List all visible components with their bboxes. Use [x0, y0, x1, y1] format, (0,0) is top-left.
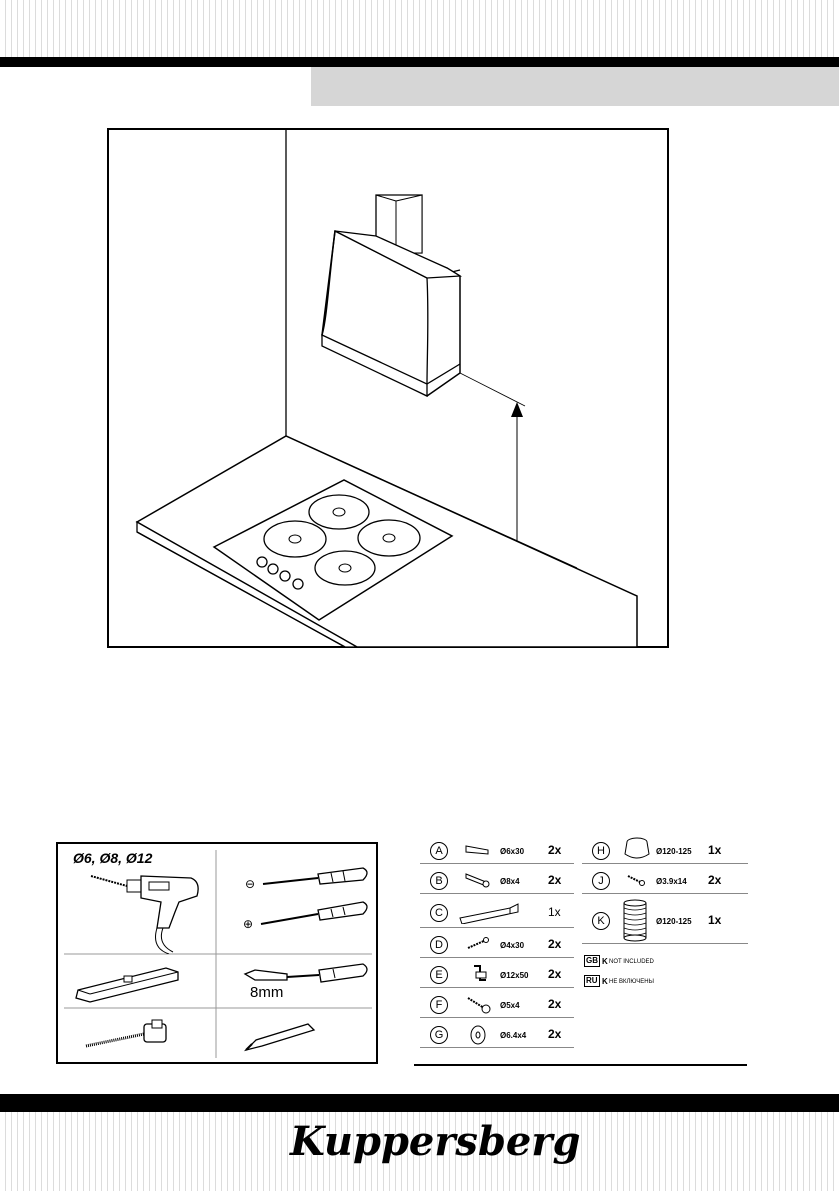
part-qty: 2x	[708, 873, 722, 887]
nut-driver-size-label: 8mm	[250, 984, 284, 1001]
part-size: Ø12x50	[500, 971, 529, 980]
measuring-tape-icon	[82, 1016, 212, 1054]
part-qty: 2x	[548, 967, 562, 981]
svg-text:⊕: ⊕	[243, 917, 253, 931]
list-item: A Ø6x30 2x	[420, 836, 574, 864]
top-stripe-pattern	[0, 0, 839, 57]
duct-adapter-icon	[624, 837, 650, 859]
note-letter: K	[602, 957, 608, 966]
part-letter: H	[592, 842, 610, 860]
bottom-stripe-pattern	[0, 1112, 839, 1191]
list-item: F Ø5x4 2x	[420, 990, 574, 1018]
brand-logo: Kuppersberg	[290, 1118, 581, 1165]
cooker-hood	[321, 230, 463, 398]
pencil-icon	[238, 1020, 348, 1054]
part-size: Ø4x30	[500, 941, 525, 950]
svg-text:⊖: ⊖	[245, 877, 255, 891]
drill-bits-label: Ø6, Ø8, Ø12	[73, 850, 153, 866]
header-bar	[0, 57, 839, 67]
screw-icon	[467, 937, 489, 949]
screw-icon	[627, 875, 645, 886]
part-letter: G	[430, 1026, 448, 1044]
part-qty: 2x	[548, 997, 562, 1011]
note-text: НЕ ВКЛЮЧЕНЫ	[609, 979, 654, 985]
part-letter: J	[592, 872, 610, 890]
part-letter: A	[430, 842, 448, 860]
note-text: NOT INCLUDED	[609, 959, 654, 965]
tools-panel: Ø6, Ø8, Ø12 ⊖ ⊕	[56, 842, 378, 1064]
part-qty: 1x	[708, 913, 722, 927]
part-qty: 1x	[548, 905, 561, 919]
part-size: Ø3.9x14	[656, 877, 687, 886]
bracket-icon	[459, 903, 519, 924]
list-item: E Ø12x50 2x	[420, 960, 574, 988]
flexible-duct-icon	[623, 899, 647, 942]
screw-anchor-icon	[467, 997, 491, 1014]
screwdrivers-icon: ⊖ ⊕	[223, 862, 373, 950]
installation-illustration	[107, 128, 669, 648]
part-letter: D	[430, 936, 448, 954]
part-qty: 1x	[708, 843, 722, 857]
note-letter: K	[602, 977, 608, 986]
header-title-band	[311, 67, 839, 106]
part-qty: 2x	[548, 873, 562, 887]
list-item: D Ø4x30 2x	[420, 930, 574, 958]
part-size: Ø8x4	[500, 877, 520, 886]
part-letter: C	[430, 904, 448, 922]
country-code-gb: GB	[584, 955, 600, 967]
parts-divider	[414, 1064, 747, 1066]
washer-icon	[470, 1025, 486, 1045]
part-qty: 2x	[548, 843, 562, 857]
part-size: Ø6.4x4	[500, 1031, 527, 1040]
list-item: H Ø120-125 1x	[582, 836, 748, 864]
footer-bar	[0, 1094, 839, 1112]
drill-icon	[83, 868, 208, 954]
part-letter: E	[430, 966, 448, 984]
part-qty: 2x	[548, 937, 562, 951]
part-size: Ø6x30	[500, 847, 525, 856]
part-qty: 2x	[548, 1027, 562, 1041]
list-item: C 1x	[420, 896, 574, 928]
hood-chimney	[375, 194, 423, 254]
wall-plug-icon	[465, 845, 489, 855]
parts-list: A Ø6x30 2x B Ø8x4 2x C 1x D Ø4x30 2x E Ø…	[414, 832, 754, 1070]
part-letter: K	[592, 912, 610, 930]
wall-plug-icon	[465, 873, 490, 888]
list-item: B Ø8x4 2x	[420, 866, 574, 894]
hook-bolt-icon	[474, 965, 487, 981]
list-item: K Ø120-125 1x	[582, 896, 748, 944]
list-item: J Ø3.9x14 2x	[582, 866, 748, 894]
part-size: Ø120-125	[656, 847, 692, 856]
cooktop	[212, 479, 454, 621]
part-size: Ø120-125	[656, 917, 692, 926]
country-code-ru: RU	[584, 975, 600, 987]
nut-driver-icon	[223, 956, 373, 996]
spirit-level-icon	[70, 962, 210, 1006]
part-size: Ø5x4	[500, 1001, 520, 1010]
list-item: G Ø6.4x4 2x	[420, 1020, 574, 1048]
part-letter: B	[430, 872, 448, 890]
part-letter: F	[430, 996, 448, 1014]
